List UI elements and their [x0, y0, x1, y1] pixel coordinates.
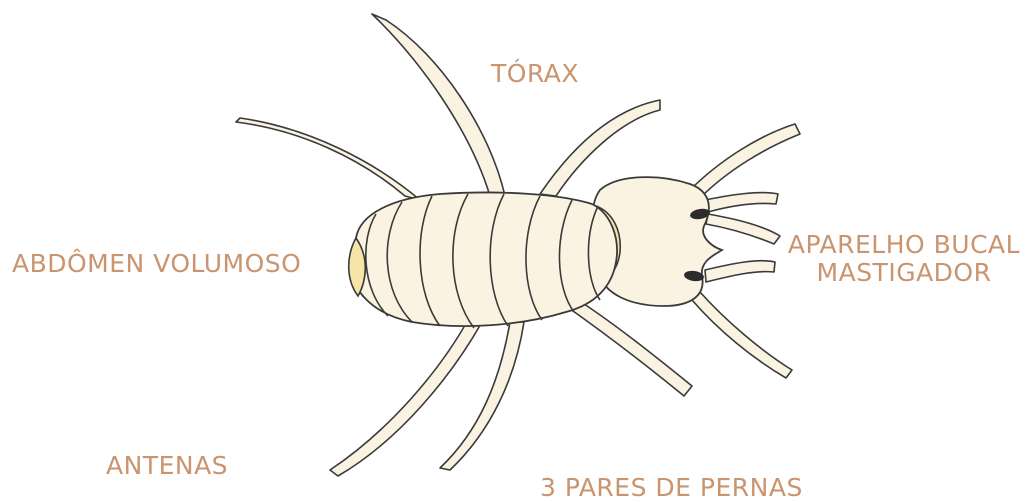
- label-aparelho-line2: MASTIGADOR: [782, 259, 1026, 287]
- mandible-mid-lower: [705, 261, 775, 282]
- mandible-bottom: [692, 292, 792, 378]
- leg-upper-left: [236, 118, 420, 200]
- label-pernas: 3 PARES DE PERNAS: [540, 474, 803, 502]
- mandible-mid-upper: [706, 214, 780, 244]
- label-aparelho-line1: APARELHO BUCAL: [782, 231, 1026, 259]
- mandible-upper: [705, 193, 778, 212]
- label-abdomen: ABDÔMEN VOLUMOSO: [12, 250, 301, 278]
- label-torax: TÓRAX: [491, 60, 579, 88]
- label-antenas: ANTENAS: [106, 452, 228, 480]
- label-aparelho-bucal: APARELHO BUCAL MASTIGADOR: [782, 231, 1026, 287]
- mandible-top-left: [690, 124, 800, 198]
- leg-upper-middle: [372, 14, 505, 196]
- abdomen: [350, 192, 617, 326]
- leg-lower-right: [566, 300, 692, 396]
